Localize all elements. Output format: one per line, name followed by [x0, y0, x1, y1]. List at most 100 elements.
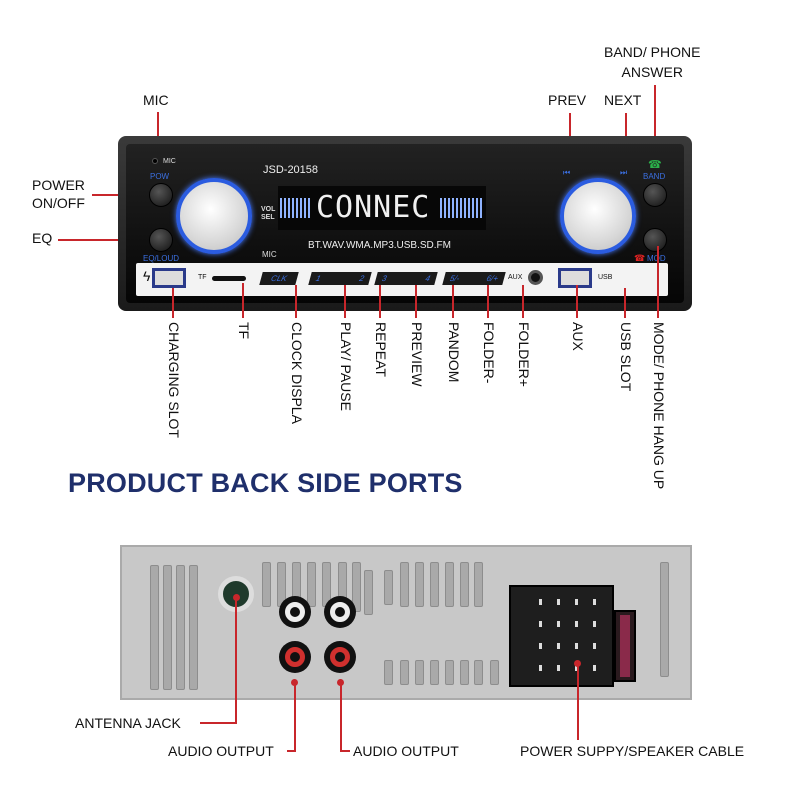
display-text: CONNEC	[316, 190, 431, 225]
next-icon: ⏭	[620, 168, 628, 177]
key-5-label: 5/-	[448, 274, 461, 283]
lightning-icon: ϟ	[143, 268, 151, 284]
phone-hangup-icon: ☎	[634, 253, 646, 263]
callout-next: NEXT	[604, 92, 642, 108]
callout-1: TF	[236, 322, 252, 340]
callout-dot	[574, 660, 581, 667]
leader-line	[172, 288, 174, 318]
aux-jack	[528, 270, 543, 285]
connector-pin	[557, 643, 560, 649]
leader-line	[522, 285, 524, 318]
callout-antenna-jack: ANTENNA JACK	[75, 715, 181, 731]
connector-pin	[539, 621, 542, 627]
connector-pin	[593, 643, 596, 649]
prev-icon: ⏮	[563, 168, 571, 177]
leader-line	[287, 750, 296, 752]
rca-red-left	[279, 641, 311, 673]
leader-line	[415, 285, 417, 318]
leader-line	[452, 285, 454, 318]
vent-slot	[364, 570, 373, 615]
leader-line	[340, 750, 350, 752]
vent-slot	[474, 562, 483, 607]
leader-line	[294, 683, 296, 751]
eq-bars-right	[440, 198, 484, 218]
vent-slot	[150, 565, 159, 690]
leader-line	[657, 246, 659, 318]
leader-line	[344, 285, 346, 318]
callout-8: FOLDER+	[516, 322, 532, 387]
key-2-label: 2	[358, 274, 366, 283]
callout-11: MODE/ PHONE HANG UP	[651, 322, 667, 490]
key-6-label: 6/+	[485, 274, 500, 283]
leader-line	[577, 664, 579, 740]
connector-pin	[557, 665, 560, 671]
tf-slot	[212, 276, 246, 281]
key-3-label: 3	[380, 274, 388, 283]
leader-line	[624, 288, 626, 318]
connector-pin	[593, 621, 596, 627]
mic-hole	[152, 158, 158, 164]
leader-line	[200, 722, 237, 724]
mod-label: MOD	[647, 254, 666, 263]
vol-sel-label: VOL SEL	[261, 206, 276, 221]
iso-connector	[509, 585, 614, 687]
vent-slot	[460, 660, 469, 685]
vent-slot	[445, 562, 454, 607]
tuning-knob	[560, 178, 636, 254]
connector-pin	[575, 643, 578, 649]
mode-button	[643, 228, 667, 252]
callout-audio-output-1: AUDIO OUTPUT	[168, 743, 274, 759]
vent-slot	[660, 562, 669, 677]
connector-pin	[593, 665, 596, 671]
connector-pin	[557, 599, 560, 605]
connector-pin	[575, 621, 578, 627]
vent-slot	[400, 660, 409, 685]
callout-power: POWER ON/OFF	[32, 177, 85, 211]
vent-slot	[352, 562, 361, 612]
callout-10: USB SLOT	[618, 322, 634, 392]
callout-5: PREVIEW	[409, 322, 425, 387]
usb-label: USB	[598, 274, 613, 281]
vent-slot	[384, 660, 393, 685]
leader-line	[379, 285, 381, 318]
pow-label: POW	[150, 172, 170, 181]
key-5-6: 5/- 6/+	[442, 272, 506, 285]
vent-slot	[430, 562, 439, 607]
volume-knob	[176, 178, 252, 254]
callout-6: PANDOM	[446, 322, 462, 383]
phone-answer-icon: ☎	[648, 159, 662, 171]
callout-mic: MIC	[143, 92, 169, 108]
section-title: PRODUCT BACK SIDE PORTS	[68, 468, 463, 498]
connector-pin	[575, 599, 578, 605]
key-1-label: 1	[314, 274, 322, 283]
usb-port	[558, 268, 592, 288]
connector-pin	[557, 621, 560, 627]
formats-label: BT.WAV.WMA.MP3.USB.SD.FM	[308, 240, 451, 251]
model-label: JSD-20158	[263, 164, 319, 176]
vent-slot	[384, 570, 393, 605]
callout-7: FOLDER-	[481, 322, 497, 384]
vent-slot	[176, 565, 185, 690]
band-label: BAND	[643, 172, 666, 181]
leader-line	[340, 683, 342, 751]
callout-eq: EQ	[32, 230, 53, 246]
charging-usb-port	[152, 268, 186, 288]
rca-white-left	[279, 596, 311, 628]
connector-pin	[539, 665, 542, 671]
leader-line	[654, 85, 656, 145]
callout-4: REPEAT	[373, 322, 389, 377]
callout-0: CHARGING SLOT	[166, 322, 182, 438]
callout-dot	[337, 679, 344, 686]
connector-pin	[593, 599, 596, 605]
callout-3: PLAY/ PAUSE	[338, 322, 354, 411]
vent-slot	[490, 660, 499, 685]
callout-dot	[233, 594, 240, 601]
aux-label: AUX	[508, 274, 523, 281]
leader-line	[58, 239, 150, 241]
fuse	[620, 615, 630, 677]
mic-small-label: MIC	[163, 158, 176, 165]
connector-pin	[539, 643, 542, 649]
vent-slot	[460, 562, 469, 607]
eq-bars-left	[280, 198, 312, 218]
vent-slot	[400, 562, 409, 607]
